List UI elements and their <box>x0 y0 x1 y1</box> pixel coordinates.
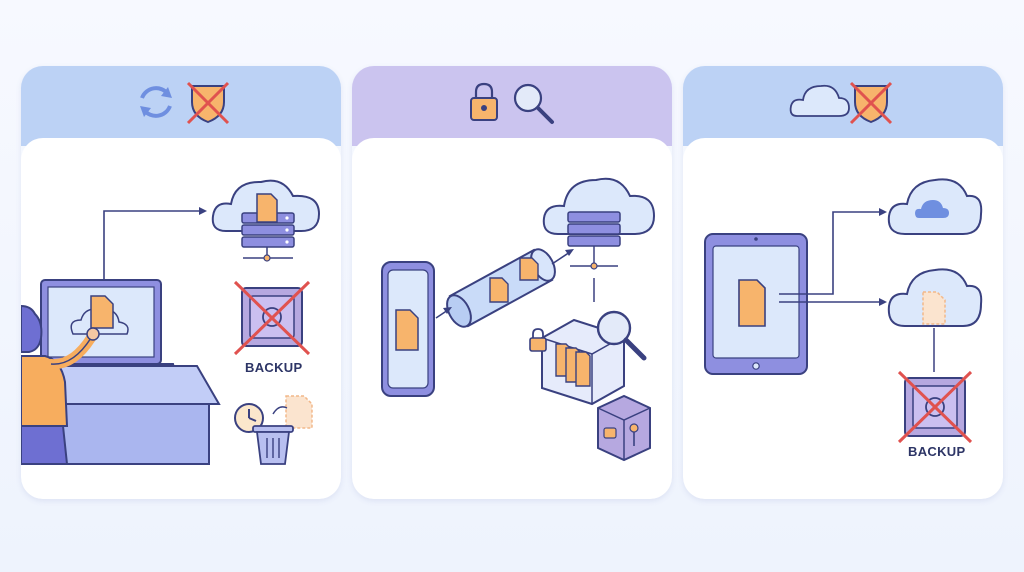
panel-scene <box>21 81 321 465</box>
backup-safe-crossed-icon <box>897 370 973 444</box>
cloud-icon <box>887 268 983 327</box>
cloud-server-icon <box>211 179 321 262</box>
panel-header <box>21 66 341 146</box>
cloud-icon <box>887 178 983 235</box>
magnifier-icon <box>513 83 554 124</box>
desk <box>58 365 221 465</box>
cloud-icon <box>789 84 850 117</box>
shield-crossed-icon <box>186 81 230 125</box>
backup-label: BACKUP <box>908 444 966 459</box>
encrypted-tunnel <box>446 248 556 328</box>
sync-icon <box>140 86 172 118</box>
backup-safe-crossed-icon <box>233 280 311 356</box>
panel-sync-no-backup: BACKUP <box>21 66 341 499</box>
trash-icon <box>252 425 294 465</box>
shield-crossed-icon <box>849 81 893 125</box>
lock-icon <box>470 82 498 121</box>
panel-encrypted-transfer <box>352 66 672 499</box>
backup-label: BACKUP <box>245 360 303 375</box>
key-cube-icon <box>597 394 651 462</box>
cloud-server-icon <box>542 177 656 302</box>
panel-header <box>352 66 672 146</box>
tablet-icon <box>704 233 808 375</box>
flow-arrow <box>103 210 201 284</box>
panel-scene <box>704 81 983 444</box>
flow-arrow <box>779 211 881 295</box>
faded-file-icon <box>285 395 313 429</box>
person-illustration <box>21 304 100 465</box>
laptop-icon <box>25 279 181 389</box>
clock-icon <box>234 403 264 433</box>
panel-cloud-no-backup: BACKUP <box>683 66 1003 499</box>
smartphone-icon <box>381 261 435 397</box>
panel-scene <box>381 82 656 462</box>
small-lock-icon <box>529 328 547 352</box>
magnifier-icon <box>596 310 647 361</box>
